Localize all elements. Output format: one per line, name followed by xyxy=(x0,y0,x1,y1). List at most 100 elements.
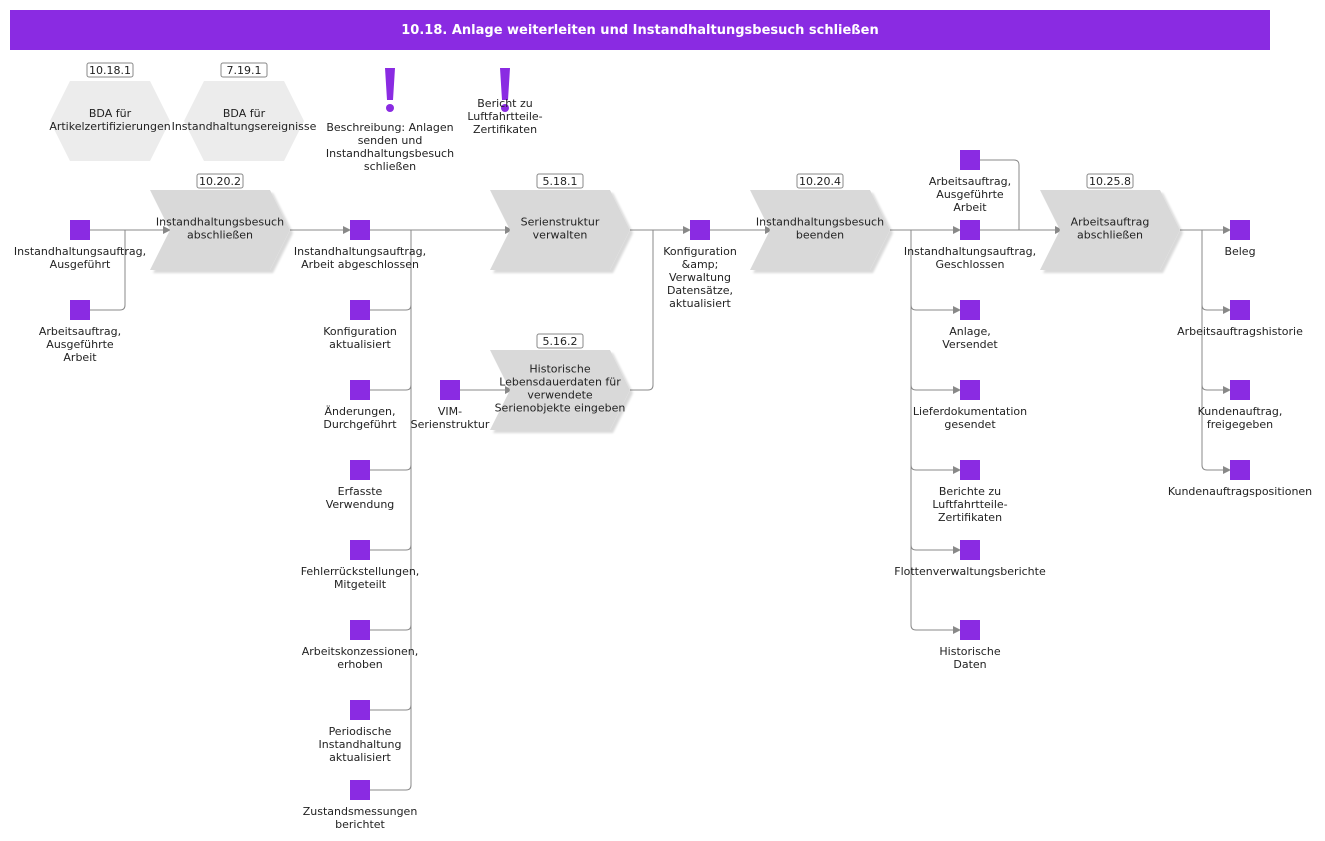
id-tag-box xyxy=(1086,173,1134,189)
event-square xyxy=(350,300,370,320)
event-square xyxy=(350,780,370,800)
connector-line xyxy=(980,159,1020,230)
event-square xyxy=(350,220,370,240)
event-label: Arbeitsauftragshistorie xyxy=(1177,325,1303,338)
connector-line xyxy=(910,230,961,634)
event-label: Flottenverwaltungsberichte xyxy=(894,565,1046,578)
connector-line xyxy=(370,544,412,551)
function-shape xyxy=(1040,190,1180,270)
event-label: Kundenauftrag,freigegeben xyxy=(1198,405,1283,431)
event[interactable]: Flottenverwaltungsberichte xyxy=(894,540,1046,578)
exclamation-icon xyxy=(385,68,395,100)
event-label: Änderungen,Durchgeführt xyxy=(323,405,397,431)
function-shape xyxy=(750,190,890,270)
connectors xyxy=(90,159,1231,791)
event-square xyxy=(960,150,980,170)
id-tag-box xyxy=(796,173,844,189)
page-title: 10.18. Anlage weiterleiten und Instandha… xyxy=(10,10,1270,50)
id-tag-box xyxy=(536,173,584,189)
exclamation-icon xyxy=(500,68,510,100)
event[interactable]: Änderungen,Durchgeführt xyxy=(323,380,397,431)
connector-line xyxy=(370,704,412,711)
event[interactable]: Kundenauftragspositionen xyxy=(1168,460,1312,498)
event-square xyxy=(350,380,370,400)
reference-shape xyxy=(184,81,304,161)
event-label: VIM-Serienstruktur xyxy=(411,405,490,431)
event-label: Anlage,Versendet xyxy=(942,325,998,351)
event[interactable]: Instandhaltungsauftrag,Ausgeführt xyxy=(14,220,146,271)
function-shape xyxy=(490,350,630,430)
event[interactable]: Fehlerrückstellungen,Mitgeteilt xyxy=(301,540,420,591)
event[interactable]: VIM-Serienstruktur xyxy=(411,380,490,431)
connector-line xyxy=(370,784,412,791)
event-square xyxy=(1230,220,1250,240)
event-square xyxy=(350,460,370,480)
exclamation-dot xyxy=(501,104,509,112)
connector-line xyxy=(1201,230,1231,474)
event-square xyxy=(690,220,710,240)
event[interactable]: Beleg xyxy=(1224,220,1256,258)
id-tag: 5.16.2 xyxy=(543,335,578,348)
id-tag: 10.20.2 xyxy=(199,175,241,188)
event-label: Instandhaltungsauftrag,Geschlossen xyxy=(904,245,1036,271)
event-square xyxy=(1230,300,1250,320)
event-square xyxy=(960,300,980,320)
event[interactable]: Arbeitskonzessionen,erhoben xyxy=(302,620,419,671)
event[interactable]: Anlage,Versendet xyxy=(942,300,998,351)
connector-line xyxy=(370,624,412,631)
connector-line xyxy=(370,304,412,311)
event-square xyxy=(70,220,90,240)
function-shape xyxy=(150,190,290,270)
event-label: Instandhaltungsauftrag,Ausgeführt xyxy=(14,245,146,271)
id-tag-box xyxy=(196,173,244,189)
connector-line xyxy=(630,230,654,391)
id-tag-box xyxy=(86,62,134,78)
id-tag: 10.25.8 xyxy=(1089,175,1131,188)
event-square xyxy=(1230,380,1250,400)
event-label: Kundenauftragspositionen xyxy=(1168,485,1312,498)
event[interactable]: Arbeitsauftragshistorie xyxy=(1177,300,1303,338)
event-square xyxy=(70,300,90,320)
connector-line xyxy=(370,384,412,391)
event-square xyxy=(960,460,980,480)
function-shape xyxy=(490,190,630,270)
event[interactable]: Instandhaltungsauftrag,Geschlossen xyxy=(904,220,1036,271)
event-square xyxy=(960,220,980,240)
event[interactable]: Kundenauftrag,freigegeben xyxy=(1198,380,1283,431)
event[interactable]: Instandhaltungsauftrag,Arbeit abgeschlos… xyxy=(294,220,426,271)
event-square xyxy=(960,620,980,640)
